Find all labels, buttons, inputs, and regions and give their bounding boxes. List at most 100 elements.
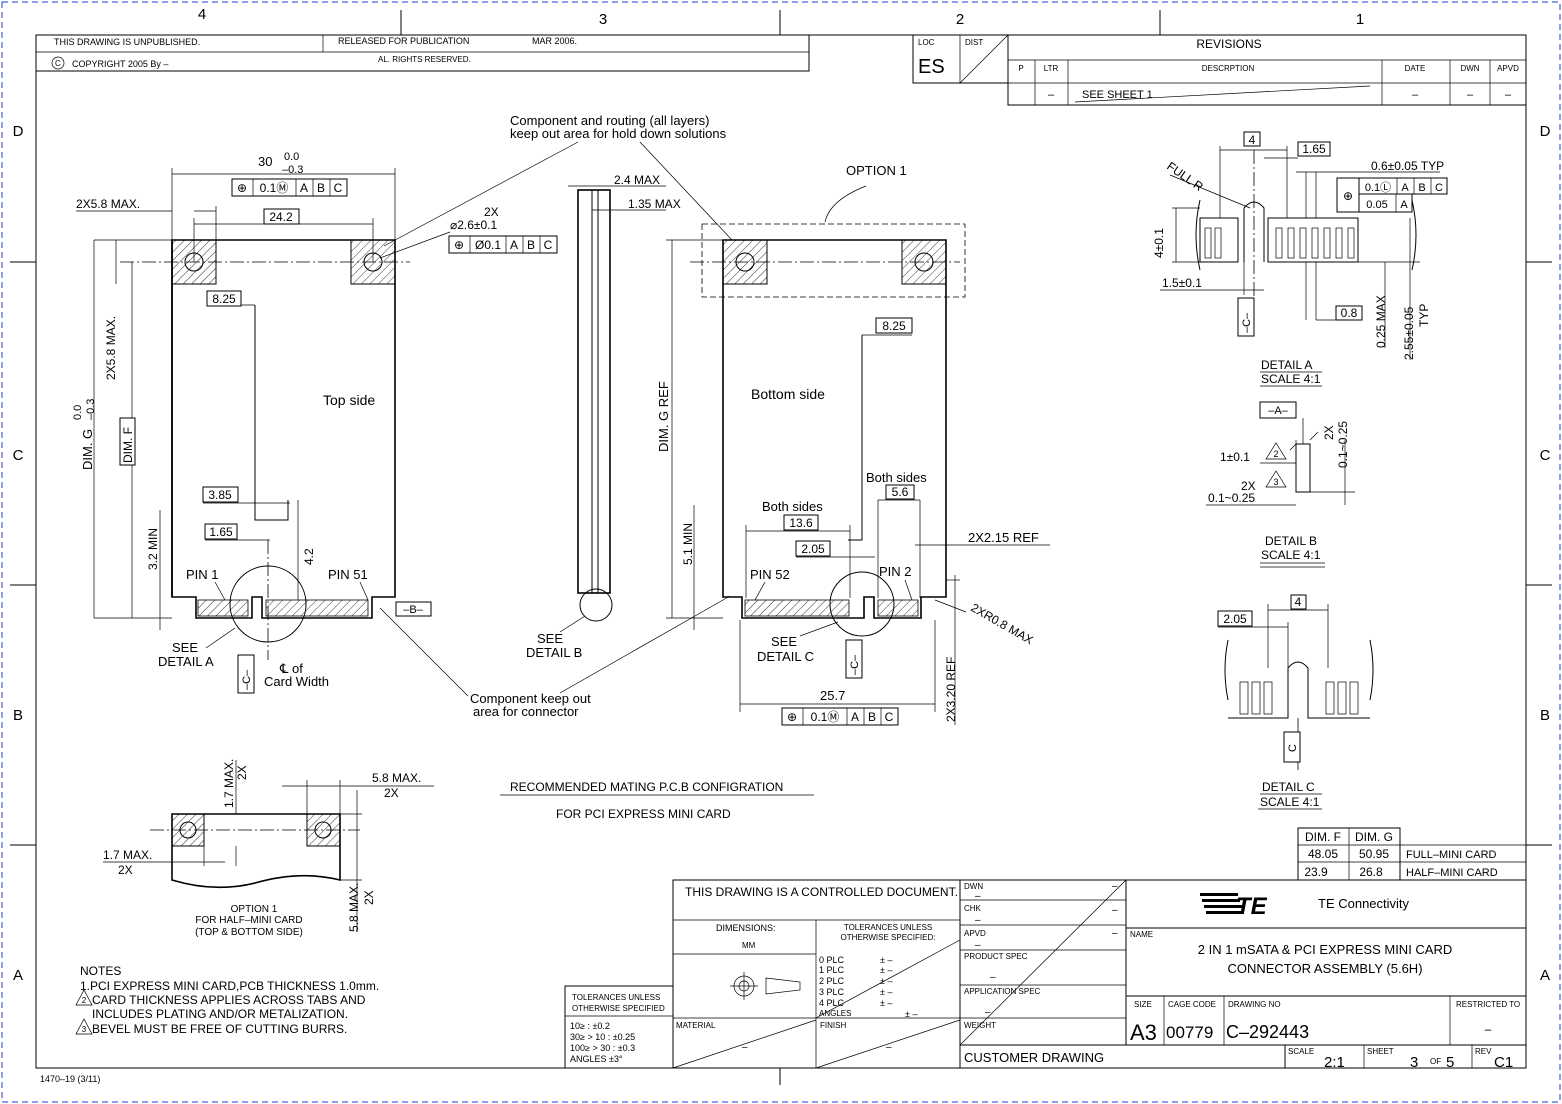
detail-b-card-edge <box>1295 443 1311 493</box>
detail-a: 4 1.65 FULL R 0.6±0.05 TYP ⊕ 0.1Ⓛ A B C … <box>1152 131 1448 387</box>
row-label-a-right: A <box>1540 967 1550 984</box>
notes-block: NOTES 1.PCI EXPRESS MINI CARD,PCB THICKN… <box>75 964 379 1036</box>
keepout-note-line2: keep out area for hold down solutions <box>510 126 727 141</box>
dim-30: 30 <box>258 154 272 169</box>
fcf-a-0: ⊕ <box>1343 189 1353 203</box>
rev-col-p: P <box>1018 64 1023 73</box>
note-flag-3-triangle <box>75 1018 93 1035</box>
fcf-a-2: A <box>1401 182 1409 194</box>
dim-table-row1-f: 48.05 <box>1308 847 1338 861</box>
dim-f: DIM. F <box>121 427 135 463</box>
top-side-view: 30 0.0 –0.3 ⊕ 0.1Ⓜ A B C 2X5.8 MAX. 24.2… <box>72 113 733 694</box>
tol-left-1: TOLERANCES UNLESS <box>572 993 660 1002</box>
cage-code-value: 00779 <box>1166 1023 1213 1042</box>
sheet-label: SHEET <box>1367 1047 1394 1056</box>
sheet-total: 5 <box>1446 1054 1454 1071</box>
fcf-detail-a: ⊕ 0.1Ⓛ A B C 0.05 A <box>1336 177 1448 213</box>
option-dim-58v-2x: 2X <box>362 890 376 905</box>
copyright-text: COPYRIGHT 2005 By – <box>72 59 168 69</box>
fcf-top-4: C <box>334 181 343 195</box>
dim-hole-diameter: ⌀2.6±0.1 <box>450 218 498 232</box>
note-flag-3: 3 <box>82 1025 87 1034</box>
detail-c: 2.05 4 C DETAIL C SCALE 4:1 <box>1217 594 1374 810</box>
datum-c-bottom: –C– <box>849 654 861 675</box>
both-sides-1: Both sides <box>866 470 927 485</box>
rev-value: C1 <box>1494 1054 1513 1071</box>
fcf-bottom-2: A <box>851 710 859 724</box>
option-dim-17-2x: 2X <box>235 765 249 780</box>
option-dim-17: 1.7 MAX. <box>222 759 236 808</box>
plc-0: 0 PLC <box>819 955 845 965</box>
cage-code-label: CAGE CODE <box>1168 1000 1216 1009</box>
dim-215-ref: 2X2.15 REF <box>968 530 1039 545</box>
mm-label: MM <box>742 941 756 950</box>
see-detail-c-1: SEE <box>771 634 797 649</box>
fcf-hole: ⊕ Ø0.1 A B C <box>448 235 558 254</box>
apvd-label: APVD <box>964 929 986 938</box>
revisions-title: REVISIONS <box>1196 37 1261 51</box>
rev-label: REV <box>1475 1047 1492 1056</box>
dim-257: 25.7 <box>820 688 845 703</box>
detail-b-flag-3: 3 <box>1273 477 1278 487</box>
weight-label: WEIGHT <box>964 1021 996 1030</box>
col-label-1: 1 <box>1356 11 1364 28</box>
see-detail-c-2: DETAIL C <box>757 649 814 664</box>
dim-table-row1-g: 50.95 <box>1359 847 1389 861</box>
option1-card-outline <box>171 813 341 889</box>
material-label: MATERIAL <box>676 1021 716 1030</box>
fcf-hole-2: A <box>510 238 518 252</box>
rev-desc: SEE SHEET 1 <box>1082 89 1153 101</box>
detail-c-dim-205: 2.05 <box>1223 612 1247 626</box>
dim-table-row2-g: 26.8 <box>1359 865 1383 879</box>
dim-165-top: 1.65 <box>209 525 233 539</box>
sheet-of: OF <box>1430 1057 1441 1066</box>
fcf-hole-1: Ø0.1 <box>475 238 501 252</box>
title-block: THIS DRAWING IS A CONTROLLED DOCUMENT. D… <box>564 879 1527 1071</box>
customer-drawing: CUSTOMER DRAWING <box>964 1050 1104 1065</box>
rights-text: AL. RIGHTS RESERVED. <box>378 55 471 64</box>
fcf-hole-0: ⊕ <box>454 238 464 252</box>
dwn-label: DWN <box>964 882 983 891</box>
detail-c-datum-c: C <box>1287 744 1299 752</box>
fcf-a-4: C <box>1435 182 1443 194</box>
option-dim-58v: 5.8 MAX. <box>347 883 361 932</box>
row-label-b-right: B <box>1540 707 1550 724</box>
option-dim-58: 5.8 MAX. <box>372 771 421 785</box>
option-dim-58-2x: 2X <box>384 786 399 800</box>
dim-g-ref: DIM. G REF <box>656 381 671 452</box>
center-caption: RECOMMENDED MATING P.C.B CONFIGRATION FO… <box>500 780 814 821</box>
finish-value: – <box>886 1042 892 1053</box>
dim-24-max: 2.4 MAX <box>614 173 660 187</box>
dist-label: DIST <box>965 38 983 47</box>
size-value: A3 <box>1130 1020 1157 1045</box>
option1-label: OPTION 1 <box>846 163 907 178</box>
tol-left-row-1: 30≥ > 10 : ±0.25 <box>570 1032 635 1042</box>
fcf-a2-1: A <box>1400 199 1408 211</box>
finish-label: FINISH <box>820 1021 846 1030</box>
dim-30-tol-up: 0.0 <box>284 151 299 163</box>
dim-136: 13.6 <box>789 516 813 530</box>
col-label-2: 2 <box>956 11 964 28</box>
restricted-label: RESTRICTED TO <box>1456 1000 1520 1009</box>
dim-32min: 3.2 MIN <box>146 528 160 570</box>
detail-b-dim-2x-v: 2X <box>1322 425 1336 440</box>
detail-a-title: DETAIL A <box>1261 358 1312 372</box>
caption-line2: FOR PCI EXPRESS MINI CARD <box>556 807 731 821</box>
detail-b-datum-a: –A– <box>1268 405 1288 417</box>
component-keepout-1: Component keep out <box>470 691 591 706</box>
note-flag-2-icon <box>1265 442 1287 460</box>
dim-table-row2-f: 23.9 <box>1304 865 1328 879</box>
unpublished-text: THIS DRAWING IS UNPUBLISHED. <box>54 37 200 47</box>
chk-date: – <box>1112 905 1118 916</box>
fcf-top-1: 0.1Ⓜ <box>260 181 289 195</box>
detail-b-dim-2x: 2X <box>1241 479 1256 493</box>
pin1-label: PIN 1 <box>186 567 219 582</box>
fcf-top-2: A <box>300 181 308 195</box>
dim-table: DIM. F DIM. G 48.05 50.95 FULL–MINI CARD… <box>1297 827 1526 881</box>
te-logo-text: TE <box>1236 893 1268 920</box>
note-2: CARD THICKNESS APPLIES ACROSS TABS AND <box>92 993 366 1007</box>
detail-b-dim-025: 0.1~0.25 <box>1208 491 1255 505</box>
plc-val-2: ± – <box>880 976 892 986</box>
see-detail-b-2: DETAIL B <box>526 645 582 660</box>
see-detail-b-1: SEE <box>537 631 563 646</box>
